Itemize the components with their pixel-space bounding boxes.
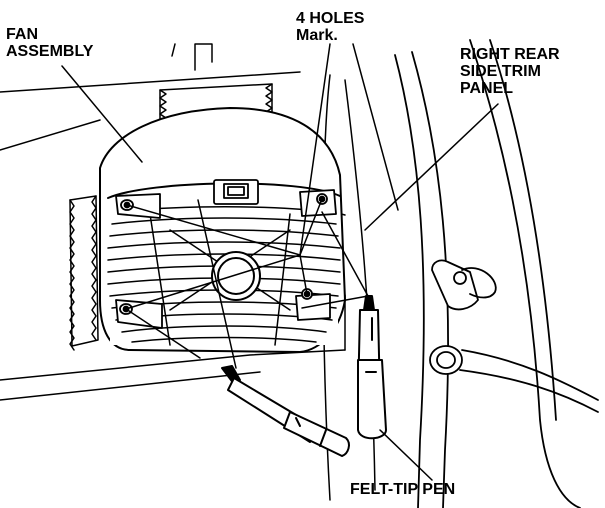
connector xyxy=(213,179,259,205)
door-hinge-upper xyxy=(431,259,497,311)
door-hinge-lower xyxy=(429,345,599,413)
felt-tip-pen-label: FELT-TIP PEN xyxy=(350,481,456,498)
fan-hub xyxy=(211,251,261,301)
mounting-tab-top-left xyxy=(115,193,161,219)
trim-label-line1: RIGHT REAR xyxy=(460,46,560,63)
fan-assembly-label-line1: FAN xyxy=(6,26,38,43)
fan-assembly-label: FAN ASSEMBLY xyxy=(6,26,93,60)
four-holes-label-line2: Mark. xyxy=(296,27,338,44)
right-rear-side-trim-panel-label: RIGHT REAR SIDE TRIM PANEL xyxy=(460,46,560,97)
felt-tip-pen-right xyxy=(357,295,387,440)
foam-tape-left xyxy=(69,195,99,351)
felt-tip-pen-left xyxy=(221,365,350,457)
trim-label-line2: SIDE TRIM xyxy=(460,63,541,80)
four-holes-label-line1: 4 HOLES xyxy=(296,10,365,27)
four-holes-label: 4 HOLES Mark. xyxy=(296,10,364,44)
leader-lines xyxy=(61,43,499,481)
fan-assembly-label-line2: ASSEMBLY xyxy=(6,43,94,60)
trim-label-line3: PANEL xyxy=(460,80,514,97)
